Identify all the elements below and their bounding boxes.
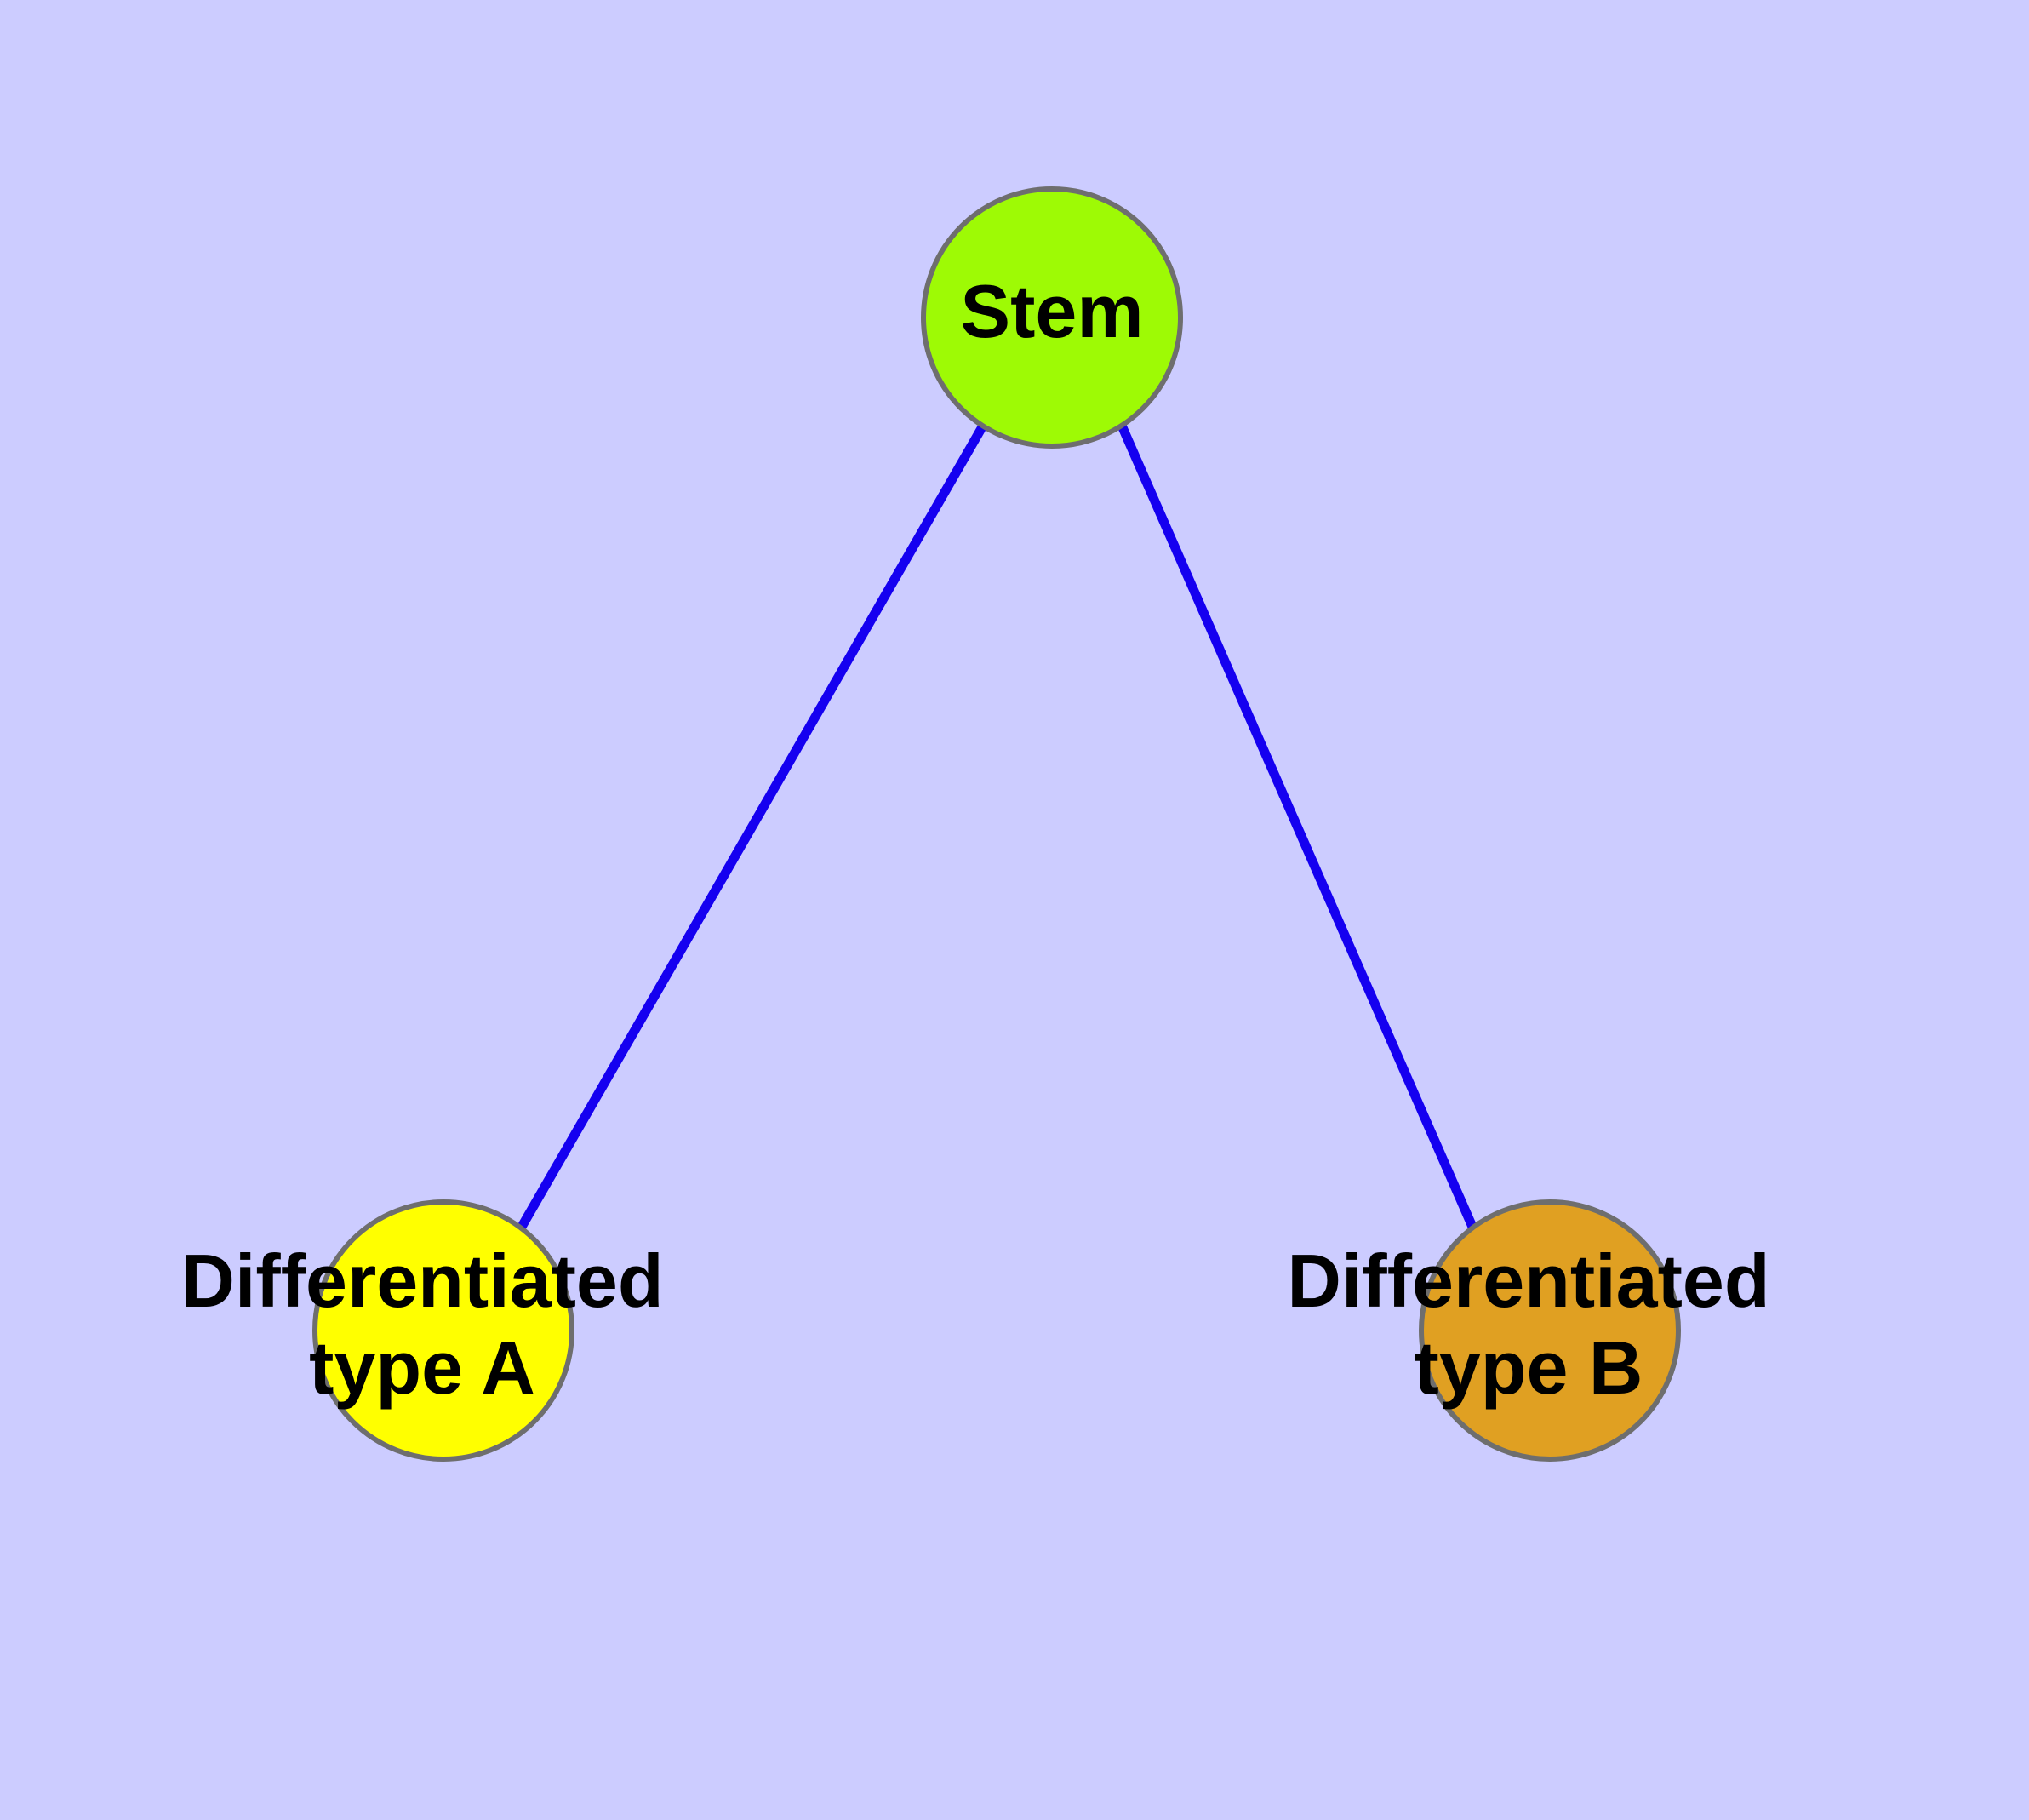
node-label-line: type A (309, 1325, 535, 1410)
node-differentiated-type-a-circle[interactable] (312, 1199, 574, 1462)
node-label-line: Differentiated (1287, 1239, 1769, 1323)
node-layer (312, 186, 1681, 1462)
node-stem-label: Stem (960, 269, 1143, 353)
node-label-line: Differentiated (180, 1239, 663, 1323)
node-stem-circle[interactable] (921, 186, 1183, 449)
edge-stem-to-differentiated-type-a (517, 423, 987, 1229)
node-differentiated-type-b-circle[interactable] (1419, 1199, 1681, 1462)
edge-stem-to-differentiated-type-b (1117, 423, 1477, 1229)
edge-layer (517, 423, 1477, 1229)
node-label-line: Stem (960, 269, 1143, 353)
node-label-line: type B (1415, 1325, 1643, 1410)
